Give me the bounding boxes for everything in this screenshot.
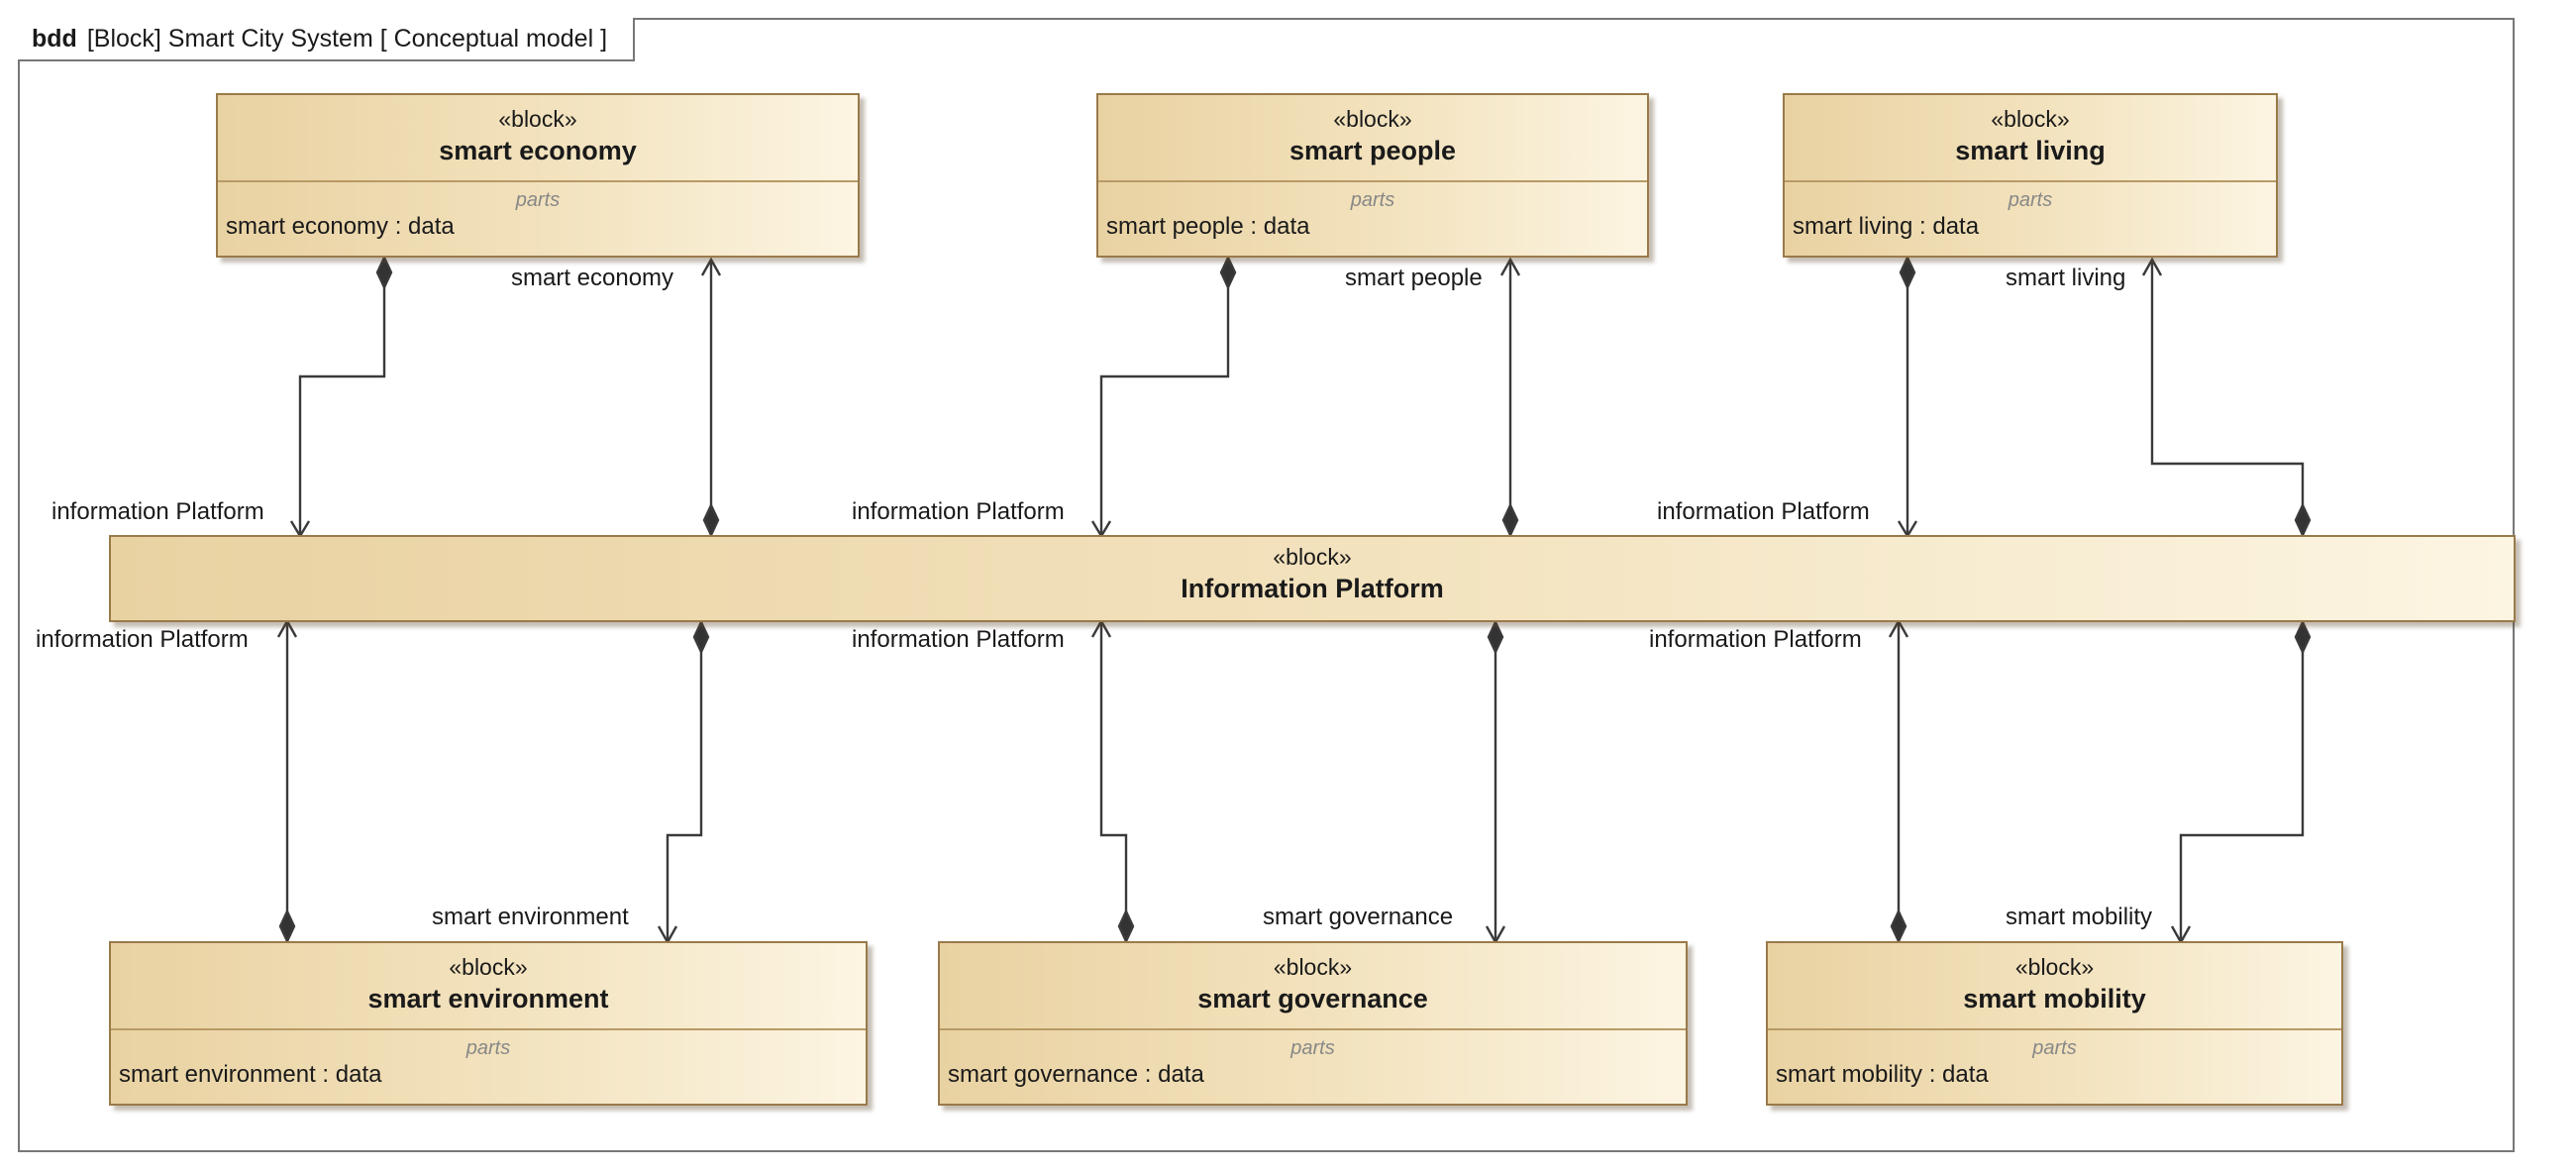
- stereotype: «block»: [449, 954, 528, 980]
- role-label-information-platform: information Platform: [52, 498, 264, 525]
- compartment-title: parts: [465, 1037, 511, 1059]
- block-name: smart environment: [367, 984, 609, 1014]
- part-entry[interactable]: smart living : data: [1793, 213, 1980, 240]
- part-entry[interactable]: smart people : data: [1106, 213, 1310, 240]
- block-smart-living[interactable]: «block» smart living parts smart living …: [1783, 93, 2278, 258]
- compartment-title: parts: [1350, 189, 1395, 211]
- compartment-title: parts: [2032, 1037, 2077, 1059]
- part-entry[interactable]: smart mobility : data: [1776, 1061, 1989, 1088]
- parts-compartment: parts smart governance : data: [940, 1028, 1686, 1104]
- block-name: Information Platform: [1181, 574, 1444, 603]
- parts-compartment: parts smart people : data: [1098, 180, 1647, 256]
- stereotype: «block»: [1333, 106, 1412, 132]
- role-label-information-platform: information Platform: [1649, 626, 1862, 653]
- block-name: smart people: [1288, 136, 1457, 165]
- role-label-smart-governance: smart governance: [1263, 904, 1454, 930]
- block-smart-economy[interactable]: «block» smart economy parts smart econom…: [216, 93, 860, 258]
- stereotype: «block»: [1273, 954, 1353, 980]
- compartment-title: parts: [1290, 1037, 1335, 1059]
- role-label-smart-economy: smart economy: [511, 265, 674, 291]
- part-entry[interactable]: smart economy : data: [226, 213, 455, 240]
- role-label-smart-living: smart living: [2006, 265, 2126, 291]
- part-entry[interactable]: smart governance : data: [948, 1061, 1204, 1088]
- diagram-header: bdd [Block] Smart City System [ Conceptu…: [18, 18, 636, 61]
- role-label-information-platform: information Platform: [36, 626, 249, 653]
- block-name: smart mobility: [1963, 984, 2146, 1014]
- stereotype: «block»: [2014, 954, 2095, 980]
- compartment-title: parts: [2008, 189, 2053, 211]
- diagram-title: [Block] Smart City System [ Conceptual m…: [86, 24, 608, 53]
- block-smart-people[interactable]: «block» smart people parts smart people …: [1096, 93, 1649, 258]
- block-name: smart living: [1955, 136, 2106, 165]
- role-label-information-platform: information Platform: [852, 626, 1065, 653]
- role-label-information-platform: information Platform: [852, 498, 1065, 525]
- parts-compartment: parts smart living : data: [1785, 180, 2276, 256]
- block-smart-mobility[interactable]: «block» smart mobility parts smart mobil…: [1766, 941, 2343, 1106]
- block-name: smart economy: [439, 136, 637, 165]
- block-information-platform[interactable]: «block» Information Platform: [109, 535, 2516, 622]
- parts-compartment: parts smart economy : data: [218, 180, 858, 256]
- role-label-smart-people: smart people: [1345, 265, 1483, 291]
- parts-compartment: parts smart environment : data: [111, 1028, 866, 1104]
- parts-compartment: parts smart mobility : data: [1768, 1028, 2341, 1104]
- role-label-information-platform: information Platform: [1657, 498, 1870, 525]
- stereotype: «block»: [498, 106, 577, 132]
- role-label-smart-mobility: smart mobility: [2006, 904, 2153, 930]
- stereotype: «block»: [1991, 106, 2070, 132]
- compartment-title: parts: [515, 189, 561, 211]
- part-entry[interactable]: smart environment : data: [119, 1061, 382, 1088]
- stereotype: «block»: [1273, 544, 1352, 570]
- block-smart-environment[interactable]: «block» smart environment parts smart en…: [109, 941, 868, 1106]
- block-name: smart governance: [1197, 984, 1428, 1014]
- diagram-kind: bdd: [32, 24, 77, 53]
- block-smart-governance[interactable]: «block» smart governance parts smart gov…: [938, 941, 1688, 1106]
- role-label-smart-environment: smart environment: [432, 904, 629, 930]
